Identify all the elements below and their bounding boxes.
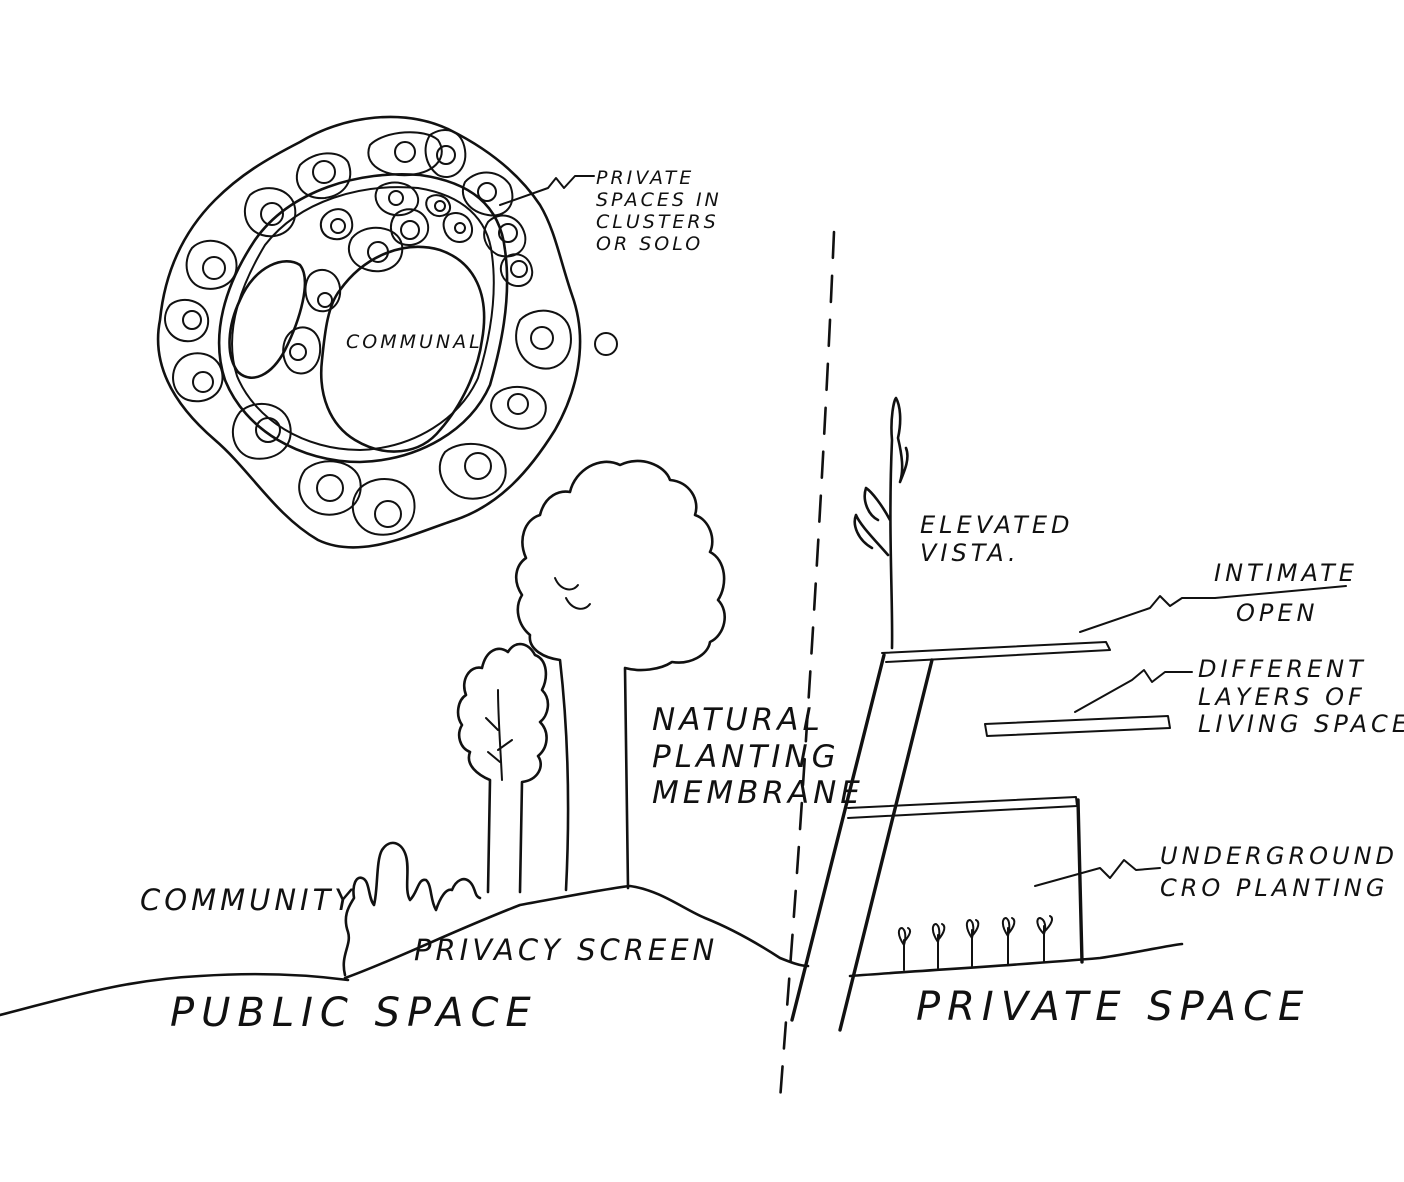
leader-intimate-open: [1079, 595, 1216, 633]
label-private-spaces-line4: OR SOLO: [596, 232, 704, 255]
label-private-spaces-line1: PRIVATE: [596, 167, 695, 189]
roof-slab: [881, 641, 1111, 663]
label-public-space: PUBLIC SPACE: [170, 990, 538, 1036]
label-elevated-vista-line1: ELEVATED: [920, 511, 1074, 539]
underground-sprouts: [897, 915, 1053, 971]
label-elevated-vista-line2: VISTA.: [920, 538, 1020, 567]
label-different-layers-line2: LAYERS OF: [1198, 682, 1366, 711]
leader-private-spaces: [499, 175, 595, 206]
basement-wall: [1076, 798, 1084, 964]
label-underground-planting: UNDERGROUND CRO PLANTING: [1160, 840, 1398, 905]
sloped-wall: [790, 653, 886, 1022]
public-ground-line: [0, 972, 350, 1017]
communal-zone: [319, 245, 486, 453]
label-different-layers-line1: DIFFERENT: [1198, 655, 1367, 683]
label-private-spaces: PRIVATE SPACES IN CLUSTERS OR SOLO: [596, 167, 722, 255]
elevated-vista-plant: [853, 396, 909, 650]
label-different-layers: DIFFERENT LAYERS OF LIVING SPACES: [1198, 655, 1404, 739]
label-natural-planting-line3: MEMBRANE: [652, 775, 864, 812]
building-section: [790, 641, 1171, 1032]
leader-underground: [1034, 859, 1161, 887]
label-privacy-screen: PRIVACY SCREEN: [414, 933, 719, 967]
small-solo-pod: [594, 332, 618, 356]
leader-different-layers: [1074, 669, 1193, 713]
private-pods: [164, 129, 572, 536]
label-community: COMMUNITY: [140, 883, 357, 917]
label-elevated-vista: ELEVATED VISTA.: [920, 511, 1074, 567]
large-tree-foliage-detail: [554, 577, 591, 610]
tall-tree: [456, 642, 550, 894]
inner-sloped-wall: [838, 658, 934, 1032]
cluster-diagram: [156, 115, 618, 549]
membrane-ground-line: [343, 884, 810, 980]
label-private-space: PRIVATE SPACE: [916, 984, 1311, 1030]
label-natural-planting-line1: NATURAL: [652, 702, 824, 738]
label-underground-line2: CRO PLANTING: [1160, 874, 1389, 903]
label-underground-line1: UNDERGROUND: [1160, 842, 1399, 870]
lower-slab: [847, 796, 1078, 819]
cluster-outer-boundary: [156, 115, 582, 549]
tall-tree-branches: [485, 689, 513, 781]
label-communal: COMMUNAL: [346, 331, 483, 353]
label-private-spaces-line3: CLUSTERS: [596, 210, 719, 233]
private-ground-line: [848, 942, 1184, 978]
label-natural-planting-line2: PLANTING: [652, 738, 840, 775]
public-private-divider: [778, 230, 836, 1102]
label-open: OPEN: [1236, 599, 1319, 627]
intimate-open-rule: [1214, 585, 1347, 599]
mid-slab: [984, 715, 1171, 737]
label-intimate: INTIMATE: [1214, 559, 1358, 587]
large-tree: [514, 459, 726, 892]
label-natural-planting-membrane: NATURAL PLANTING MEMBRANE: [652, 702, 864, 812]
label-different-layers-line3: LIVING SPACES: [1198, 710, 1404, 739]
privacy-shrub: [342, 841, 482, 977]
label-private-spaces-line2: SPACES IN: [596, 188, 722, 211]
cluster-ring-outer: [217, 173, 509, 464]
left-oval-room: [228, 260, 307, 379]
